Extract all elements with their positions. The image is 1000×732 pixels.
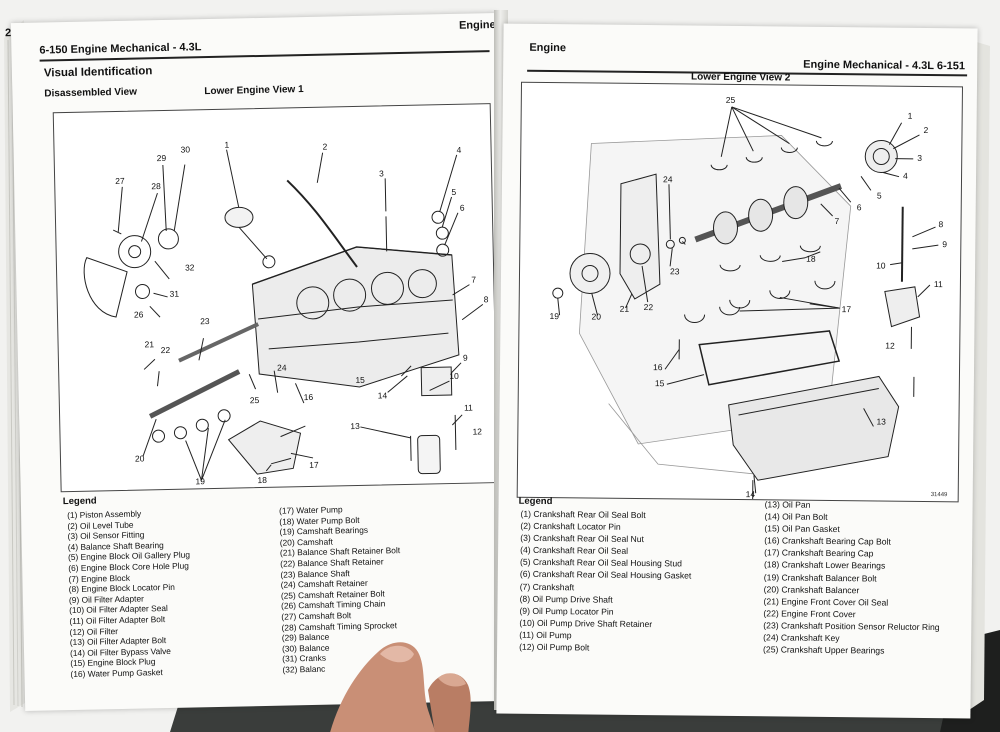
figure-id: 31449 — [930, 492, 948, 499]
svg-text:6: 6 — [857, 202, 862, 212]
svg-text:8: 8 — [484, 294, 489, 304]
svg-text:29: 29 — [157, 153, 167, 163]
svg-text:22: 22 — [161, 345, 171, 355]
svg-text:11: 11 — [464, 403, 473, 413]
svg-text:7: 7 — [835, 216, 840, 226]
exploded-view-drawing: 1 2 3 4 5 6 7 8 9 10 11 12 13 14 15 16 1 — [83, 140, 489, 487]
svg-text:3: 3 — [917, 153, 922, 163]
svg-text:12: 12 — [472, 426, 482, 436]
svg-text:3: 3 — [379, 168, 384, 178]
svg-text:28: 28 — [151, 181, 161, 191]
svg-text:15: 15 — [655, 378, 665, 388]
svg-text:1: 1 — [224, 140, 229, 150]
svg-text:31: 31 — [169, 289, 179, 299]
exploded-view-figure: 1 2 3 4 5 6 7 8 9 10 11 12 13 14 15 16 1 — [52, 103, 499, 493]
svg-text:13: 13 — [350, 421, 360, 431]
left-page: 2 6-150 Engine Mechanical - 4.3L Engine … — [5, 12, 512, 712]
exploded-view-figure: 25 1 2 3 4 5 6 7 8 9 10 11 12 13 14 15 1 — [516, 81, 963, 503]
svg-text:14: 14 — [746, 489, 756, 499]
svg-text:19: 19 — [195, 476, 205, 486]
svg-text:4: 4 — [456, 145, 461, 155]
legend-item: (12) Oil Pump Bolt — [519, 641, 590, 653]
svg-text:25: 25 — [250, 395, 260, 405]
legend-item: (16) Water Pump Gasket — [70, 667, 163, 679]
svg-text:11: 11 — [934, 279, 943, 289]
svg-text:5: 5 — [451, 187, 456, 197]
svg-text:21: 21 — [620, 304, 630, 314]
page-header-tab: Engine — [529, 41, 567, 55]
svg-text:2: 2 — [923, 125, 928, 135]
subsection-title: Disassembled View — [44, 86, 138, 100]
legend-column-1: (1) Crankshaft Rear Oil Seal Bolt (2) Cr… — [519, 508, 692, 655]
legend-title: Legend — [518, 495, 553, 508]
page-header: 6-150 Engine Mechanical - 4.3L — [39, 41, 202, 57]
svg-text:19: 19 — [550, 311, 560, 321]
legend-item: (25) Crankshaft Upper Bearings — [763, 644, 885, 656]
svg-text:27: 27 — [115, 176, 125, 186]
svg-text:1: 1 — [908, 111, 913, 121]
svg-text:17: 17 — [842, 304, 852, 314]
figure-title: Lower Engine View 2 — [691, 71, 791, 84]
figure-title: Lower Engine View 1 — [204, 84, 304, 98]
svg-text:23: 23 — [200, 316, 210, 326]
svg-text:32: 32 — [185, 262, 195, 272]
svg-text:14: 14 — [378, 390, 388, 400]
svg-text:9: 9 — [942, 239, 947, 249]
svg-text:17: 17 — [309, 460, 319, 470]
svg-text:16: 16 — [304, 392, 314, 402]
legend-column-2: (13) Oil Pan (14) Oil Pan Bolt (15) Oil … — [763, 498, 941, 657]
legend-title: Legend — [62, 495, 97, 508]
page-mark: 2 — [4, 27, 12, 40]
section-title: Visual Identification — [43, 65, 153, 80]
svg-text:25: 25 — [726, 95, 736, 105]
svg-text:24: 24 — [277, 362, 287, 372]
svg-text:13: 13 — [876, 416, 886, 426]
svg-text:15: 15 — [355, 375, 365, 385]
svg-text:20: 20 — [592, 311, 602, 321]
svg-text:30: 30 — [180, 144, 190, 154]
svg-text:6: 6 — [460, 203, 465, 213]
exploded-view-drawing: 25 1 2 3 4 5 6 7 8 9 10 11 12 13 14 15 1 — [550, 95, 948, 501]
svg-text:10: 10 — [876, 260, 886, 270]
holding-thumb — [330, 642, 471, 732]
svg-text:18: 18 — [257, 475, 267, 485]
svg-text:9: 9 — [463, 353, 468, 363]
svg-text:2: 2 — [322, 142, 327, 152]
svg-text:18: 18 — [806, 254, 816, 264]
svg-text:20: 20 — [135, 453, 145, 463]
legend-column-1: (1) Piston Assembly (2) Oil Level Tube (… — [67, 508, 192, 680]
svg-text:4: 4 — [903, 171, 908, 181]
callout-numbers: 25 1 2 3 4 5 6 7 8 9 10 11 12 13 14 15 1 — [550, 95, 948, 499]
svg-text:24: 24 — [663, 174, 673, 184]
svg-text:26: 26 — [134, 309, 144, 319]
svg-text:8: 8 — [938, 219, 943, 229]
svg-text:22: 22 — [644, 302, 654, 312]
right-page: Engine Engine Mechanical - 4.3L 6-151 Lo… — [496, 23, 978, 719]
svg-text:7: 7 — [471, 274, 476, 284]
svg-text:5: 5 — [877, 190, 882, 200]
svg-text:10: 10 — [449, 371, 459, 381]
page-header-tab: Engine — [458, 19, 496, 32]
svg-text:21: 21 — [145, 339, 155, 349]
svg-text:12: 12 — [885, 341, 895, 351]
svg-text:23: 23 — [670, 266, 680, 276]
svg-text:16: 16 — [653, 362, 663, 372]
page-header: Engine Mechanical - 4.3L 6-151 — [803, 58, 966, 73]
callout-numbers: 1 2 3 4 5 6 7 8 9 10 11 12 13 14 15 16 1 — [115, 140, 489, 487]
